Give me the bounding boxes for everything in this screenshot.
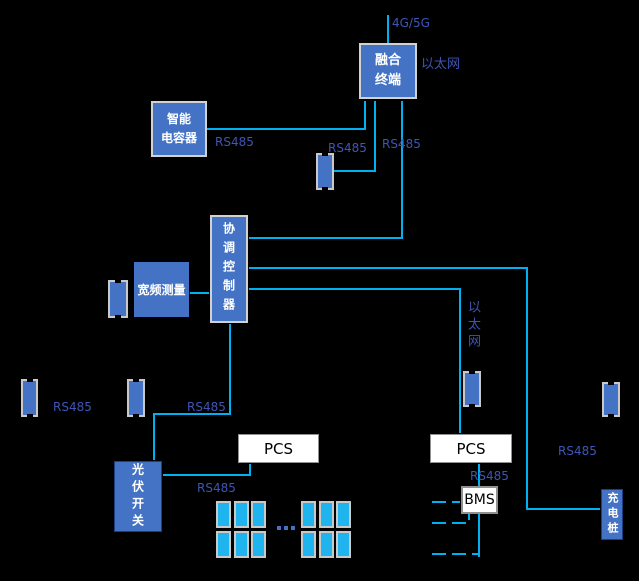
label-rs485-module-top: RS485	[328, 141, 367, 155]
solar-panel-cell-icon	[216, 501, 231, 528]
label-rs485-pv-link: RS485	[187, 400, 226, 414]
solar-panel-cell-icon	[336, 501, 351, 528]
rs485-module-icon[interactable]	[602, 382, 620, 417]
node-smart-capacitor[interactable]: 智能 电容器	[151, 101, 207, 157]
rs485-module-icon[interactable]	[316, 153, 334, 190]
solar-panel-cell-icon	[251, 530, 266, 558]
label-rs485-capacitor: RS485	[215, 135, 254, 149]
wire-module-to-fusion	[334, 101, 376, 172]
solar-panel-cell-icon	[233, 530, 249, 558]
label-ethernet-top: 以太网	[421, 57, 461, 72]
wire-pv-switch-to-pcs-left	[163, 464, 251, 476]
rs485-module-icon[interactable]	[463, 371, 481, 407]
rs485-module-icon[interactable]	[127, 379, 145, 417]
solar-panel-cell-icon	[318, 530, 334, 558]
wire-coordinator-to-pcs-right	[249, 288, 461, 433]
label-4g5g: 4G/5G	[392, 16, 430, 30]
solar-panel-cell-icon	[301, 530, 316, 558]
solar-panel-cell-icon	[336, 530, 351, 558]
node-charging-pile[interactable]: 充电桩	[601, 489, 623, 540]
wire-capacitor-to-fusion	[207, 101, 366, 130]
wire-coordinator-to-pv-switch	[153, 324, 231, 460]
label-rs485-charging: RS485	[558, 444, 597, 458]
wire-bms-battery-stub-2	[432, 514, 470, 524]
node-coordination-controller[interactable]: 协调控制器	[210, 215, 248, 323]
solar-panel-cell-icon	[216, 530, 231, 558]
label-rs485-fusion: RS485	[382, 137, 421, 151]
node-pcs-left[interactable]: PCS	[238, 434, 319, 463]
solar-panel-cell-icon	[251, 501, 266, 528]
node-pv-switch-label: 光伏开关	[130, 462, 145, 531]
node-coordination-controller-label: 协调控制器	[221, 221, 236, 317]
label-rs485-pcs-left: RS485	[197, 481, 236, 495]
solar-panel-cell-icon	[318, 501, 334, 528]
label-rs485-far-left: RS485	[53, 400, 92, 414]
wire-fusion-to-coordinator	[249, 101, 403, 239]
label-ethernet-right: 以太网	[465, 300, 480, 351]
node-pcs-right[interactable]: PCS	[430, 434, 512, 463]
node-pv-switch[interactable]: 光伏开关	[114, 461, 162, 532]
node-charging-pile-label: 充电桩	[606, 492, 619, 537]
wire-coordinator-to-charging-pile	[249, 267, 600, 510]
node-broadband-measurement[interactable]: 宽频测量	[134, 262, 189, 317]
rs485-module-icon[interactable]	[108, 280, 128, 318]
node-fusion-terminal[interactable]: 融合 终端	[359, 43, 417, 99]
label-rs485-bms: RS485	[470, 469, 509, 483]
solar-panel-cell-icon	[301, 501, 316, 528]
more-panels-dots-icon	[277, 526, 295, 531]
solar-panel-cell-icon	[233, 501, 249, 528]
rs485-module-icon[interactable]	[21, 379, 38, 417]
node-bms[interactable]: BMS	[461, 486, 498, 514]
